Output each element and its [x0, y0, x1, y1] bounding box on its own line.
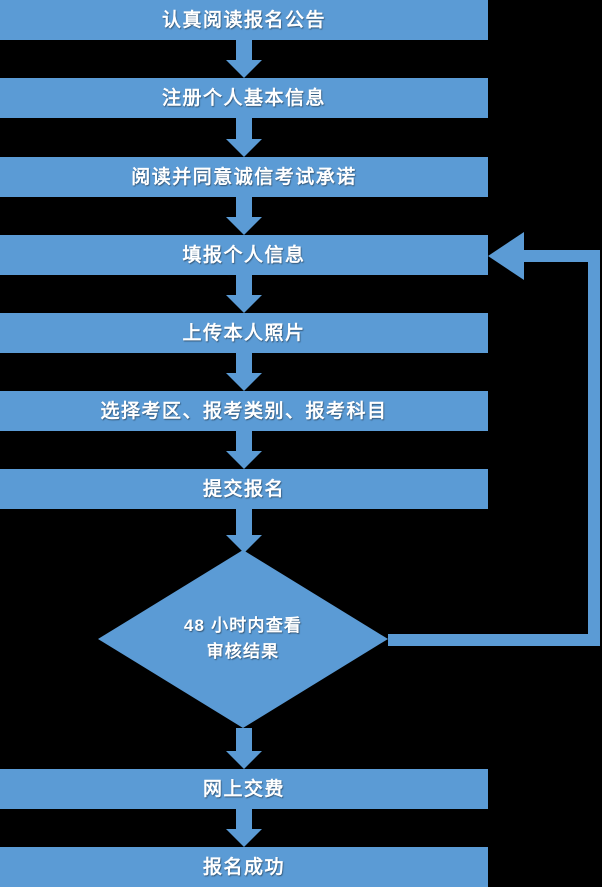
arrow-down-icon — [226, 809, 262, 847]
flow-node-submit-application[interactable]: 提交报名 — [0, 469, 488, 509]
loop-horizontal-bottom — [388, 634, 600, 646]
arrow-down-icon — [226, 431, 262, 469]
flow-node-registration-success[interactable]: 报名成功 — [0, 847, 488, 887]
flow-node-label: 认真阅读报名公告 — [161, 9, 326, 31]
flow-node-upload-photo[interactable]: 上传本人照片 — [0, 313, 488, 353]
arrow-down-icon — [226, 118, 262, 157]
flow-node-label: 选择考区、报考类别、报考科目 — [100, 400, 388, 422]
flow-node-online-payment[interactable]: 网上交费 — [0, 769, 488, 809]
flow-node-check-review-result[interactable]: 48 小时内查看 审核结果 — [98, 550, 388, 728]
flow-node-label: 网上交费 — [202, 778, 285, 800]
arrow-down-icon — [226, 197, 262, 235]
flow-node-register-basic-info[interactable]: 注册个人基本信息 — [0, 78, 488, 118]
loop-horizontal-top — [520, 250, 600, 262]
flow-node-agree-integrity-pledge[interactable]: 阅读并同意诚信考试承诺 — [0, 157, 488, 197]
arrow-down-icon — [226, 353, 262, 391]
flow-node-label: 报名成功 — [202, 856, 285, 878]
flow-node-fill-personal-info[interactable]: 填报个人信息 — [0, 235, 488, 275]
arrow-down-icon — [226, 275, 262, 313]
flow-node-label: 填报个人信息 — [182, 244, 306, 266]
flow-node-label: 提交报名 — [202, 478, 285, 500]
loop-vertical-right — [588, 250, 600, 646]
flow-node-read-announcement[interactable]: 认真阅读报名公告 — [0, 0, 488, 40]
diamond-shape — [98, 550, 388, 728]
flow-node-label: 阅读并同意诚信考试承诺 — [131, 166, 357, 188]
flow-node-label: 48 小时内查看 审核结果 — [183, 615, 303, 661]
arrow-down-icon — [226, 509, 262, 553]
arrow-down-icon — [226, 40, 262, 78]
flow-node-label: 注册个人基本信息 — [161, 87, 326, 109]
arrow-left-icon — [488, 232, 524, 280]
flow-node-label: 上传本人照片 — [182, 322, 306, 344]
arrow-down-icon — [226, 728, 262, 769]
flow-node-select-exam-region-category-subject[interactable]: 选择考区、报考类别、报考科目 — [0, 391, 488, 431]
